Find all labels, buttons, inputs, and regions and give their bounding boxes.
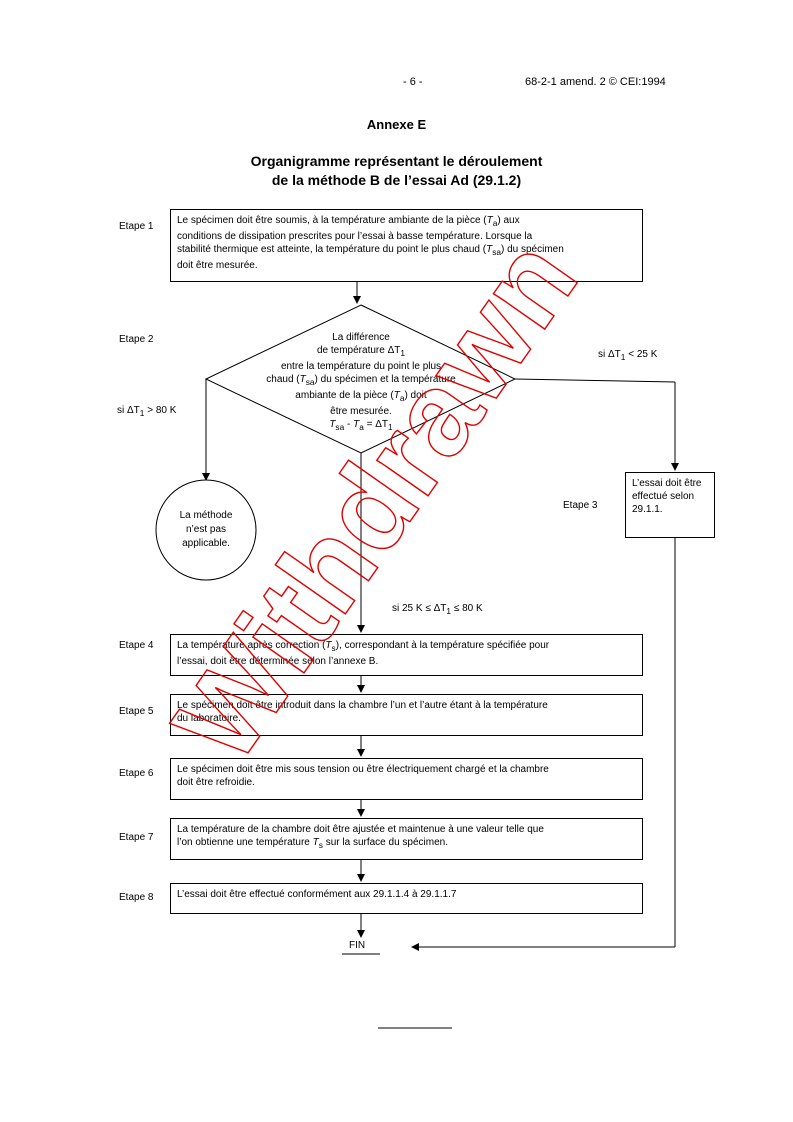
decision-text: La différence de température ΔT1 entre l… [266,332,456,432]
page-title-line-2: de la méthode B de l’essai Ad (29.1.2) [271,172,522,188]
condition-right: si ΔT1 < 25 K [598,349,658,362]
page-number: - 6 - [403,76,423,88]
annex-title: Annexe E [366,117,427,132]
step-7-label: Etape 7 [119,832,154,843]
step-1-label: Etape 1 [119,221,154,232]
step-3-label: Etape 3 [563,500,598,511]
fin-label: FIN [349,940,366,951]
step-4-label: Etape 4 [119,640,154,651]
step-1-box: Le spécimen doit être soumis, à la tempé… [170,209,643,282]
step-6-label: Etape 6 [119,768,154,779]
document-reference: 68-2-1 amend. 2 © CEI:1994 [525,76,666,88]
step-8-label: Etape 8 [119,892,154,903]
step-8-box: L’essai doit être effectué conformément … [170,883,643,914]
not-applicable-circle [155,479,257,581]
step-6-box: Le spécimen doit être mis sous tension o… [170,758,643,800]
step-7-box: La température de la chambre doit être a… [170,818,643,860]
line-right-branch [514,378,676,383]
page-title-line-1: Organigramme représentant le déroulement [250,153,543,169]
step-5-label: Etape 5 [119,706,154,717]
not-applicable-text: La méthode n’est pas applicable. [179,510,233,549]
step-3-box: L’essai doit être effectué selon 29.1.1. [625,472,715,538]
condition-left: si ΔT1 > 80 K [117,405,177,418]
step-4-box: La température après correction (Ts), co… [170,634,643,676]
step-2-label: Etape 2 [119,334,154,345]
condition-middle: si 25 K ≤ ΔT1 ≤ 80 K [392,603,483,616]
step-5-box: Le spécimen doit être introduit dans la … [170,694,643,736]
